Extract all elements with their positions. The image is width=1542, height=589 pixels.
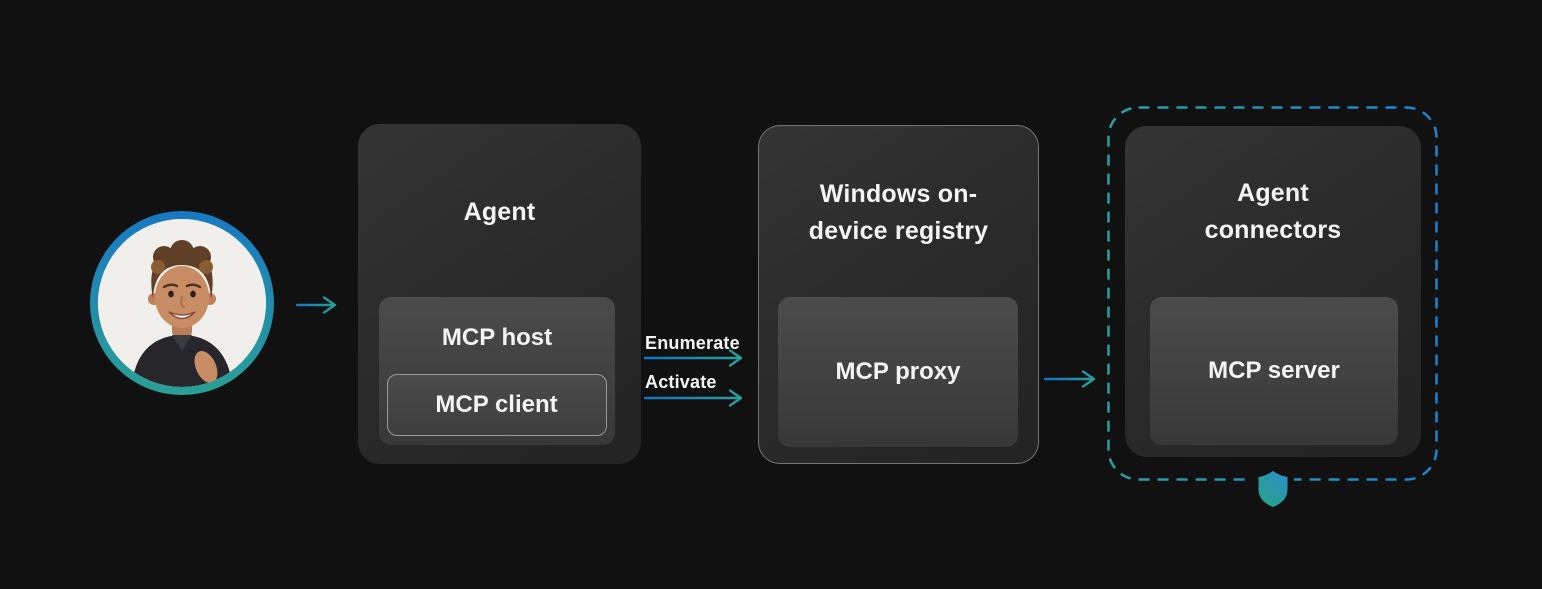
mcp-host-label: MCP host xyxy=(441,324,553,351)
mcp-proxy-node: MCP proxy xyxy=(778,297,1018,447)
person-illustration xyxy=(98,219,266,387)
avatar-photo xyxy=(98,219,266,387)
registry-node: Windows on-device registry MCP proxy xyxy=(758,125,1039,464)
mcp-server-label: MCP server xyxy=(1208,357,1340,384)
user-to-agent-arrow xyxy=(295,296,337,314)
mcp-proxy-label: MCP proxy xyxy=(835,358,961,385)
mcp-host-node: MCP host MCP client xyxy=(379,297,615,445)
enumerate-label: Enumerate xyxy=(645,333,740,353)
mcp-client-label: MCP client xyxy=(435,391,558,418)
mcp-client-node: MCP client xyxy=(386,374,607,436)
registry-title: Windows on-device registry xyxy=(808,180,989,245)
mcp-server-node: MCP server xyxy=(1150,297,1398,445)
activate-label: Activate xyxy=(645,372,717,392)
shield-icon xyxy=(1252,466,1294,512)
user-avatar xyxy=(90,211,274,395)
registry-to-connectors-arrow xyxy=(1043,370,1096,388)
agent-title: Agent xyxy=(463,198,536,226)
agent-node: Agent MCP host MCP client xyxy=(358,124,641,464)
connectors-title: Agent connectors xyxy=(1204,179,1342,244)
connectors-node: Agent connectors MCP server xyxy=(1125,126,1421,457)
